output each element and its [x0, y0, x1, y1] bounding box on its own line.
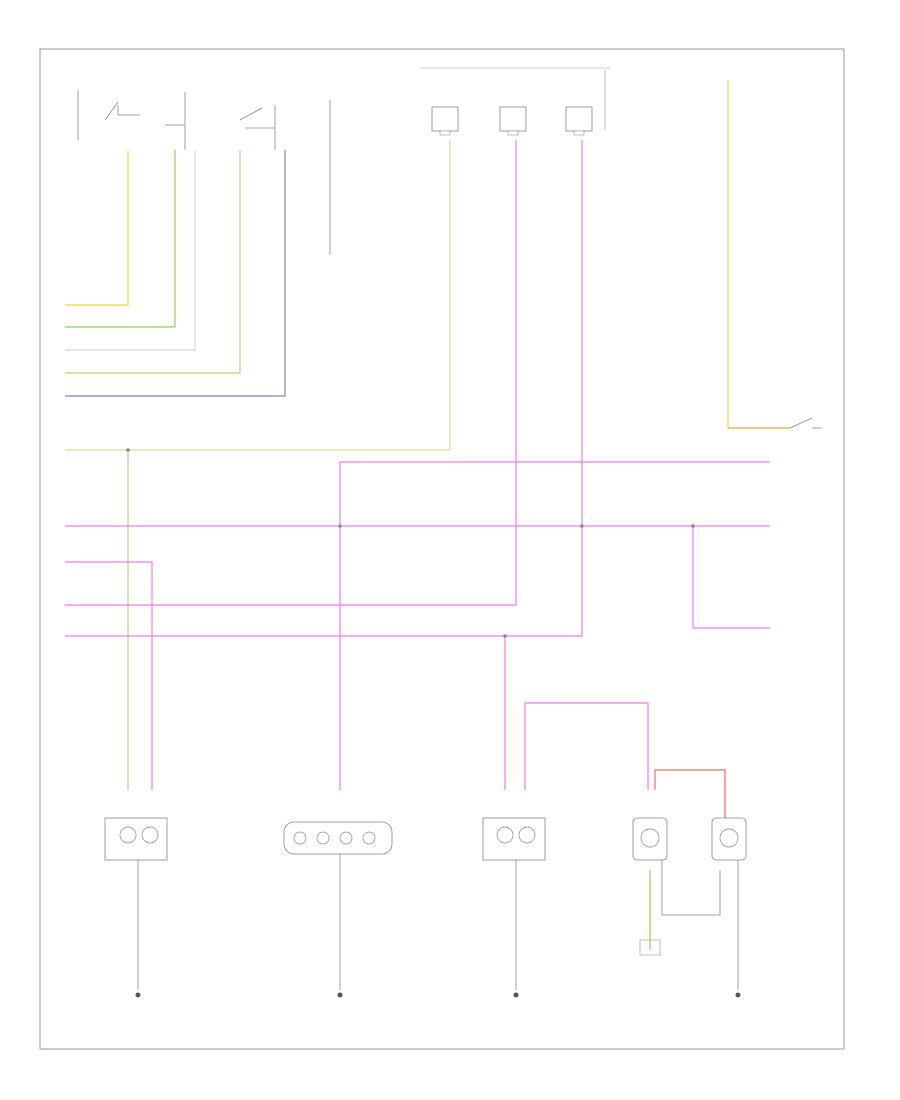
wire-pink-sensor3 [504, 140, 583, 790]
wire-pink-left-down [65, 561, 153, 790]
sensor-3 [565, 106, 593, 136]
connector-center [283, 821, 393, 855]
lamp-middle [482, 817, 546, 861]
connector-bottom-right [639, 939, 661, 956]
lamp-left [104, 817, 168, 861]
wire-yellow [65, 150, 129, 306]
wire-tan [65, 150, 241, 374]
sensor-1 [431, 106, 459, 136]
lamp-right-2 [711, 817, 747, 861]
wire-red [654, 769, 726, 820]
diagram-frame [39, 48, 845, 1050]
wire-pink-lamp-feed [524, 702, 649, 790]
splice-points [126, 448, 695, 638]
switch-cluster-left [77, 90, 331, 255]
ground-left [135, 992, 141, 998]
wire-violet [65, 150, 286, 397]
wire-pink-right-branch [692, 526, 770, 629]
switch-right [789, 417, 822, 429]
ground-right [735, 992, 741, 998]
sensor-bracket [420, 67, 610, 130]
wire-ground-right [661, 860, 739, 990]
ground-center [337, 992, 343, 998]
lamp-right-1 [632, 817, 668, 861]
ground-middle [513, 992, 519, 998]
sensor-2 [499, 106, 527, 136]
wire-white [65, 150, 196, 351]
wire-tan-sensor1 [65, 140, 451, 451]
wire-green [65, 150, 176, 328]
wire-pink-upper [339, 461, 770, 790]
wire-pink-sensor2 [65, 140, 517, 606]
